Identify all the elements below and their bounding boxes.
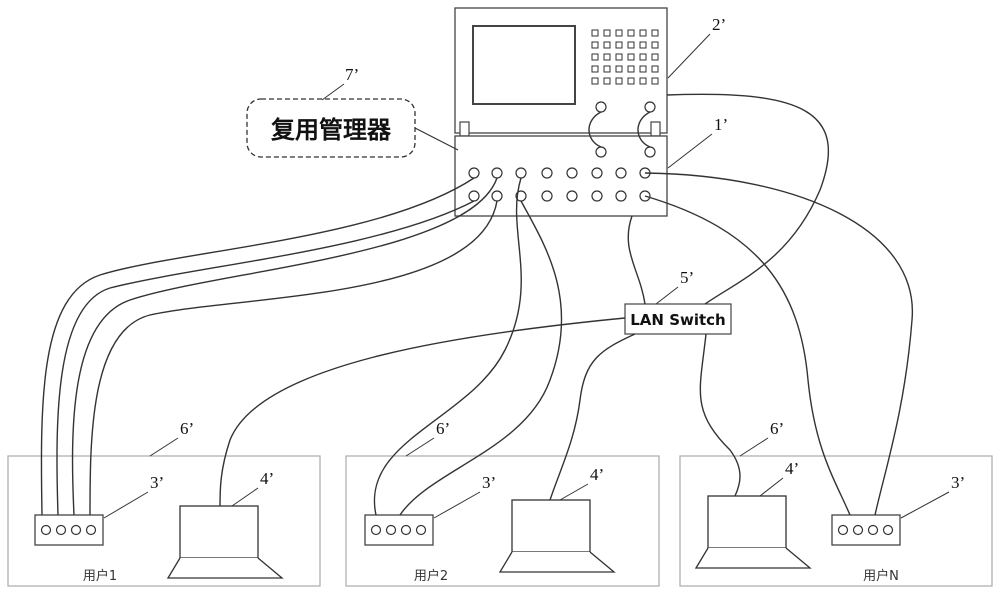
cable-u2-b [399,200,563,516]
lan-switch-label: LAN Switch [630,311,726,329]
ref-2-leader [667,33,711,79]
instrument-foot-left [459,121,470,137]
manager-label: 复用管理器 [270,116,392,144]
instrument-foot-right [650,121,661,137]
user-1-label: 用户1 [83,568,117,584]
cable-manager-switch [627,215,646,305]
ref-7-leader [321,83,345,101]
ref-2: 2’ [712,15,726,34]
ref-4-user-1: 4’ [260,469,274,488]
ref-6-group-1: 6’ [180,419,194,438]
terminal-user-n [831,514,901,546]
ref-3-user-1: 3’ [150,473,164,492]
terminal-user-1 [34,514,104,546]
cable-switch-laptop-n [699,333,741,497]
cable-u1-c [71,177,498,516]
cable-u1-d [89,200,498,516]
cable-u2-a [373,177,522,516]
laptop-user-n [694,495,812,569]
ref-5: 5’ [680,268,694,287]
reference-labels: 2’ 1’ 7’ 5’ 6’ 6’ 6’ 3’ 3’ 3’ 4’ 4’ 4’ [103,15,965,519]
instrument-screen [472,25,576,105]
jumper-cable-1 [588,111,602,148]
manager-top-port-1 [595,146,607,158]
user-n-label: 用户N [863,568,899,584]
ref-1: 1’ [714,115,728,134]
ref-3-user-2: 3’ [482,473,496,492]
cable-u1-b [56,200,475,516]
lan-switch-box [624,303,732,335]
ref-4-user-n: 4’ [785,459,799,478]
ref-7: 7’ [345,65,359,84]
laptop-user-2 [498,499,616,573]
cables [40,93,913,516]
instrument-keypad [591,29,659,85]
cable-un-a [644,172,913,516]
ref-3-user-n: 3’ [951,473,965,492]
cable-switch-laptop-1 [219,317,626,507]
ref-5-leader [655,286,679,305]
user-2-label: 用户2 [414,568,448,584]
cable-un-b [644,195,851,516]
jumper-cable-2 [637,111,651,148]
manager-top-port-2 [644,146,656,158]
cable-switch-laptop-2 [549,333,636,501]
laptop-user-1 [166,505,284,579]
multiplex-manager [454,135,668,217]
test-instrument [454,7,668,137]
ref-4-user-2: 4’ [590,465,604,484]
cable-u1-a [40,177,475,516]
instrument-port-1 [595,101,607,113]
cable-instrument-switch [666,93,830,305]
ref-1-leader [667,133,713,169]
ref-6-group-n: 6’ [770,419,784,438]
manager-callout-pointer [414,127,459,151]
manager-body [454,135,668,217]
terminal-user-2 [364,514,434,546]
ref-6-group-2: 6’ [436,419,450,438]
instrument-port-2 [644,101,656,113]
